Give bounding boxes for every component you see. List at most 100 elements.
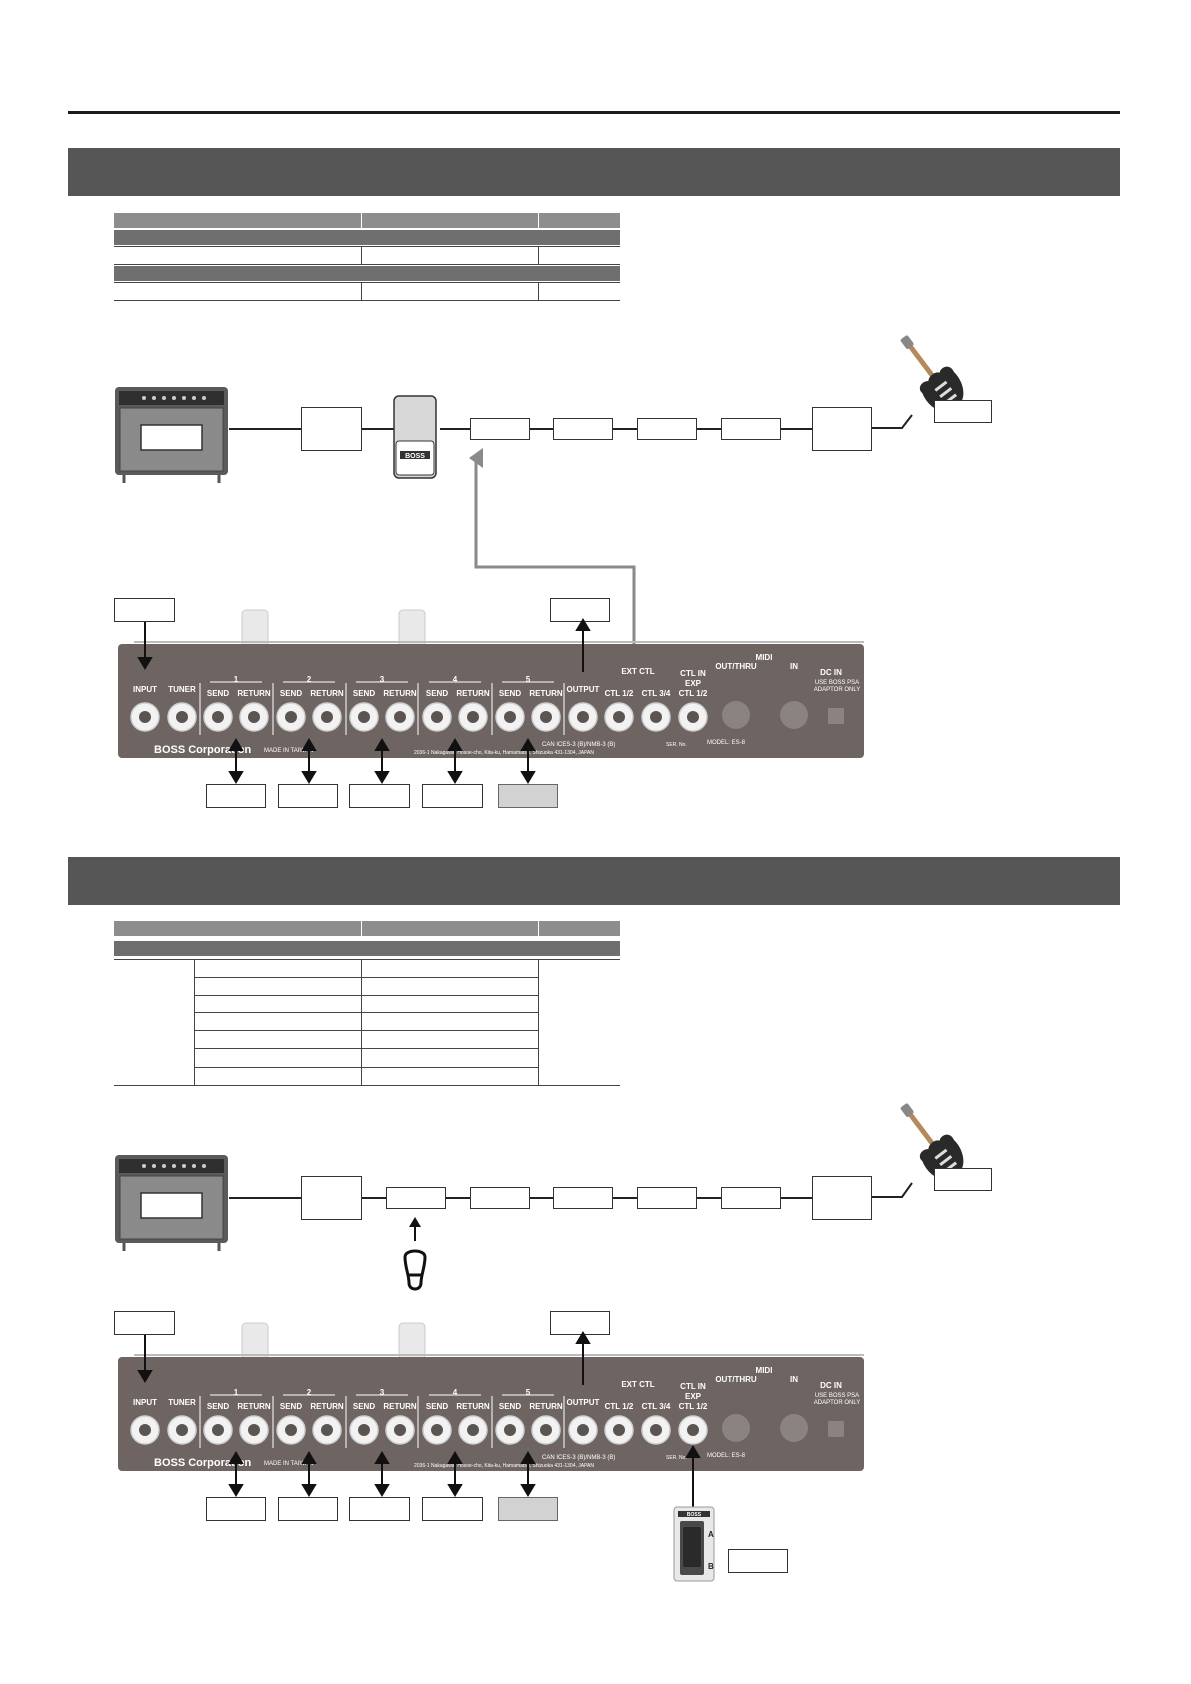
serial-label: SER. No.: [666, 742, 687, 748]
loop-label-box: [422, 1497, 483, 1521]
jack-label-input: INPUT: [133, 685, 157, 694]
loop-label-box-unused: [498, 1497, 558, 1521]
label-box: [934, 400, 992, 423]
cable: [530, 428, 553, 430]
midi-out-label: OUT/THRU: [715, 662, 757, 671]
dc-in-label: DC IN: [820, 668, 842, 677]
cable: [613, 1197, 637, 1199]
foot-press-icon: [403, 1217, 427, 1291]
jack-label-send: SEND: [280, 1402, 302, 1411]
section-1-banner: [68, 148, 1120, 196]
jack-label-return: RETURN: [456, 689, 490, 698]
effect-box-2: [553, 1187, 613, 1209]
loop-label-box-unused: [498, 784, 558, 808]
model-label: MODEL: ES-8: [707, 740, 746, 746]
signal-arrows: [137, 618, 591, 784]
compliance-label: CAN ICES-3 (B)/NMB-3 (B): [542, 1455, 615, 1461]
effect-box-0: [386, 1187, 446, 1209]
input-label-box: [114, 598, 175, 622]
jack-label-return: RETURN: [383, 1402, 417, 1411]
control-cable: [469, 448, 636, 663]
cable: [613, 428, 637, 430]
loop-label-box: [278, 1497, 338, 1521]
group-exp: EXP: [685, 679, 702, 688]
effect-box-4: [721, 418, 781, 440]
effect-box-1: [470, 418, 530, 440]
top-rule: [68, 111, 1120, 114]
jack-label-ctl12-exp: CTL 1/2: [679, 689, 708, 698]
cable: [781, 1197, 812, 1199]
loop-label-box: [349, 784, 410, 808]
effect-box-3: [637, 418, 697, 440]
group-midi: MIDI: [756, 1366, 773, 1375]
adaptor-note: USE BOSS PSA: [815, 1393, 859, 1399]
loop-number: 2: [307, 1388, 312, 1397]
es8-rear-panel: INPUT TUNER SEND RETURN SEND RETURN SEND…: [118, 609, 864, 758]
loop-number: 1: [234, 675, 239, 684]
loop-number: 4: [453, 1388, 458, 1397]
section-2-banner: [68, 857, 1120, 905]
cable: [229, 1197, 301, 1199]
cable: [781, 428, 812, 430]
pedal-logo: BOSS: [405, 453, 425, 460]
loop-number: 4: [453, 675, 458, 684]
loop-label-box: [349, 1497, 410, 1521]
effect-box-3: [637, 1187, 697, 1209]
loop-number: 1: [234, 1388, 239, 1397]
jack-label-ctl12: CTL 1/2: [605, 1402, 634, 1411]
made-in-label: MADE IN TAIWAN: [264, 748, 313, 754]
midi-in-label: IN: [790, 662, 798, 671]
jack-label-send: SEND: [499, 689, 521, 698]
group-ctl-in: CTL IN: [680, 669, 706, 678]
jack-label-return: RETURN: [310, 1402, 344, 1411]
effect-box-1: [470, 1187, 530, 1209]
compliance-label: CAN ICES-3 (B)/NMB-3 (B): [542, 742, 615, 748]
group-ext-ctl: EXT CTL: [621, 1380, 654, 1389]
cable: [697, 428, 721, 430]
jack-label-output: OUTPUT: [567, 685, 600, 694]
loop-label-box: [206, 1497, 266, 1521]
jack-label-ctl12: CTL 1/2: [605, 689, 634, 698]
signal-arrows: [137, 1331, 701, 1509]
loop-number: 5: [526, 675, 531, 684]
model-label: MODEL: ES-8: [707, 1453, 746, 1459]
adaptor-note: USE BOSS PSA: [815, 680, 859, 686]
jack-label-return: RETURN: [310, 689, 344, 698]
pedal-logo: BOSS: [687, 1512, 702, 1518]
section-2-table: [114, 921, 620, 1086]
dc-in-label: DC IN: [820, 1381, 842, 1390]
cable: [446, 1197, 470, 1199]
group-ext-ctl: EXT CTL: [621, 667, 654, 676]
jack-label-send: SEND: [207, 1402, 229, 1411]
brand-label: BOSS Corporation: [154, 1457, 251, 1469]
amplifier-icon: [115, 1155, 228, 1251]
serial-label: SER. No.: [666, 1455, 687, 1461]
adaptor-note: ADAPTOR ONLY: [814, 1400, 860, 1406]
loop-label-box: [422, 784, 483, 808]
jack-label-tuner: TUNER: [168, 1398, 196, 1407]
jack-label-return: RETURN: [237, 1402, 271, 1411]
jack-label-ctl12-exp: CTL 1/2: [679, 1402, 708, 1411]
jack-label-input: INPUT: [133, 1398, 157, 1407]
jack-label-return: RETURN: [529, 1402, 563, 1411]
effect-box-2: [553, 418, 613, 440]
device-box: [812, 1176, 872, 1220]
address-label: 2036-1 Nakagawa, Hosoe-cho, Kita-ku, Ham…: [414, 1463, 594, 1469]
cable: [362, 1197, 386, 1199]
output-label-box: [550, 1311, 610, 1335]
jack-label-ctl34: CTL 3/4: [642, 1402, 671, 1411]
cable: [530, 1197, 553, 1199]
label-box: [934, 1168, 992, 1191]
effect-box-4: [721, 1187, 781, 1209]
jack-label-return: RETURN: [529, 689, 563, 698]
jack-label-send: SEND: [353, 689, 375, 698]
brand-label: BOSS Corporation: [154, 744, 251, 756]
address-label: 2036-1 Nakagawa, Hosoe-cho, Kita-ku, Ham…: [414, 750, 594, 756]
jack-label-send: SEND: [353, 1402, 375, 1411]
section-1-table: [114, 213, 620, 301]
loop-number: 3: [380, 675, 385, 684]
loop-number: 2: [307, 675, 312, 684]
cable: [697, 1197, 721, 1199]
jack-label-tuner: TUNER: [168, 685, 196, 694]
midi-in-label: IN: [790, 1375, 798, 1384]
